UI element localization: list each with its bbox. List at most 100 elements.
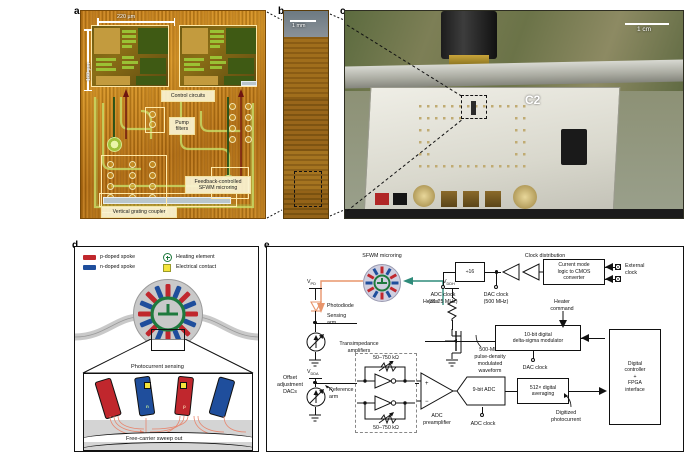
wire-adc-clock-tap bbox=[443, 272, 444, 286]
external-clock-arrows bbox=[605, 263, 613, 283]
legend-swatch-n-doped bbox=[83, 265, 96, 270]
tia-top bbox=[357, 361, 415, 389]
ic-package-1 bbox=[441, 191, 457, 207]
panel-a-letter: a bbox=[74, 6, 80, 17]
legend-label-n-doped: n-doped spoke bbox=[100, 264, 136, 270]
pad-array-right bbox=[229, 101, 255, 149]
cml-to-cmos-converter-block: Current mode logic to CMOS converter bbox=[543, 259, 605, 285]
wire-modulator-to-driver bbox=[425, 341, 495, 342]
label-resistor-bottom: 50–750 kΩ bbox=[373, 425, 399, 431]
ic-package-2 bbox=[463, 191, 479, 207]
label-transimpedance-amplifiers: Transimpedance amplifiers bbox=[339, 341, 379, 354]
label-vertical-grating-coupler: Vertical grating coupler bbox=[101, 206, 177, 218]
wire-divider-to-buffer bbox=[485, 272, 501, 273]
connector-black bbox=[393, 193, 407, 205]
label-adc-clock-port: ADC clock bbox=[470, 421, 496, 427]
label-heater: Heater bbox=[423, 299, 439, 305]
tia-dashed-group bbox=[355, 353, 417, 433]
label-dac-clock-port: DAC clock bbox=[522, 365, 548, 371]
pcb-pad-grid bbox=[419, 105, 526, 168]
arrow-into-controller-1 bbox=[599, 387, 607, 395]
clock-buffer-chain bbox=[501, 263, 543, 281]
wire-node-to-cs1 bbox=[315, 324, 316, 332]
wire-sensing-arm bbox=[315, 322, 357, 324]
coupler-bar-top-right bbox=[241, 81, 257, 86]
panel-e-circuit-diagram: SFWM microring bbox=[266, 246, 684, 452]
svg-text:+: + bbox=[425, 381, 429, 387]
ground-symbol-1 bbox=[309, 359, 321, 367]
clock-divider-block: ÷16 bbox=[455, 262, 485, 282]
panel-d-microring-diagram: p-doped spoke n-doped spoke Heating elem… bbox=[74, 246, 259, 452]
outline-grating-coupler bbox=[99, 193, 237, 207]
digital-controller-block: Digital controller + FPGA interface bbox=[609, 329, 661, 425]
electrical-contact-left bbox=[144, 382, 151, 389]
label-p-region: p bbox=[183, 404, 186, 409]
label-v-pd: VPD bbox=[307, 279, 316, 287]
ic-package-3 bbox=[485, 191, 501, 207]
label-photocurrent-sensing: Photocurrent sensing bbox=[131, 364, 184, 370]
scalebar-horizontal bbox=[97, 18, 175, 25]
wire-reference-arm bbox=[315, 382, 357, 384]
panel-d-letter: d bbox=[72, 240, 78, 251]
dac-clock-source-port bbox=[494, 285, 498, 289]
wafer-strip-top bbox=[284, 11, 328, 37]
label-free-carrier-sweep-out: Free-carrier sweep out bbox=[126, 436, 183, 442]
roi-dashed-box bbox=[294, 171, 322, 207]
scalebar-vertical bbox=[84, 29, 91, 91]
current-source-reference bbox=[306, 387, 326, 407]
control-circuit-inset-right bbox=[179, 25, 257, 87]
panel-b-wafer-photo: 1 mm bbox=[283, 10, 329, 219]
electrical-contact-right bbox=[180, 382, 187, 389]
label-clock-distribution: Clock distribution bbox=[524, 253, 566, 259]
delta-sigma-modulator-block: 10-bit digital delta-sigma modulator bbox=[495, 325, 581, 351]
scalebar-horizontal-label: 220 µm bbox=[117, 14, 136, 20]
wire-heater-to-mos bbox=[452, 320, 453, 330]
current-source-sensing bbox=[306, 332, 326, 352]
label-v-dda: VDDA bbox=[307, 369, 319, 377]
external-clock-pad-bottom bbox=[615, 275, 621, 282]
reference-arm-pointer bbox=[325, 385, 334, 393]
label-v-ddh: VDDH bbox=[443, 279, 455, 287]
svg-text:−: − bbox=[425, 399, 429, 405]
legend-label-heating-element: Heating element bbox=[176, 254, 215, 260]
panel-c-letter: c bbox=[340, 6, 346, 17]
chip-roi-dashed bbox=[461, 95, 487, 119]
label-resistor-top: 50–750 kΩ bbox=[373, 355, 399, 361]
wire-dac-clock-port bbox=[533, 351, 534, 359]
label-heater-command: Heater command bbox=[550, 299, 574, 312]
digitized-photocurrent-pointer bbox=[564, 393, 572, 408]
wire-pd-to-node bbox=[315, 311, 316, 323]
sfwm-microring-spokes bbox=[365, 266, 399, 300]
photodiode-symbol bbox=[310, 301, 322, 313]
panel-c-scalebar-label: 1 cm bbox=[637, 26, 652, 33]
bench-foreground bbox=[345, 209, 683, 218]
bus-waveguide bbox=[75, 313, 258, 341]
panel-e-letter: e bbox=[264, 240, 270, 251]
label-external-clock: External clock bbox=[625, 263, 645, 276]
heater-command-arrow bbox=[559, 311, 567, 328]
inset-spokes bbox=[94, 375, 247, 438]
control-circuit-inset-left bbox=[91, 25, 169, 87]
adc-preamplifier-symbol: + − bbox=[417, 372, 457, 410]
connector-red bbox=[375, 193, 389, 205]
panel-c-dashed-callouts bbox=[346, 24, 464, 212]
arrow-into-modulator bbox=[581, 334, 589, 342]
wire-cs1-to-gnd bbox=[315, 352, 316, 360]
node-sensing-arm bbox=[313, 321, 317, 325]
wire-adc-clock-tap-h bbox=[443, 272, 455, 273]
wire-controller-to-modulator bbox=[581, 337, 605, 339]
label-offset-adjustment-dacs: Offset adjustment DACs bbox=[277, 375, 303, 395]
panel-b-letter: b bbox=[278, 6, 285, 17]
ground-symbol-heater bbox=[446, 359, 458, 367]
label-feedback-microring: Feedback-controlled SFWM microring bbox=[185, 176, 251, 194]
substrate-arc-lower bbox=[84, 442, 252, 450]
wire-adc-clock-port bbox=[482, 407, 483, 414]
label-digitized-photocurrent: Digitized photocurrent bbox=[551, 410, 581, 423]
heating-element-icon bbox=[163, 253, 172, 262]
node-reference-arm bbox=[313, 381, 317, 385]
panel-b-scalebar bbox=[290, 20, 316, 22]
wafer-strip-1 bbox=[284, 37, 328, 99]
zoom-source-box bbox=[151, 329, 185, 351]
wire-vpd-down bbox=[315, 288, 316, 300]
